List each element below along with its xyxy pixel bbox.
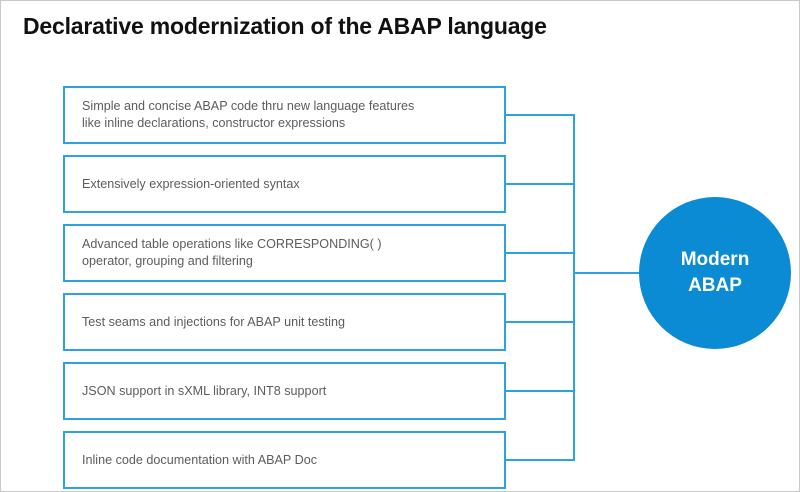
connector-line-4 — [506, 321, 575, 323]
feature-label-4: Test seams and injections for ABAP unit … — [82, 314, 345, 329]
feature-label-6: Inline code documentation with ABAP Doc — [82, 452, 317, 467]
hub-label-line-1: Modern — [680, 249, 750, 270]
feature-label-3: Advanced table operations like CORRESPON… — [82, 237, 382, 268]
feature-box-6[interactable]: Inline code documentation with ABAP Doc — [63, 431, 506, 489]
feature-label-1: Simple and concise ABAP code thru new la… — [82, 99, 415, 130]
feature-box-4[interactable]: Test seams and injections for ABAP unit … — [63, 293, 506, 351]
connector-line-5 — [506, 390, 575, 392]
connector-line-1 — [506, 114, 575, 116]
feature-box-1[interactable]: Simple and concise ABAP code thru new la… — [63, 86, 506, 144]
feature-box-2[interactable]: Extensively expression-oriented syntax — [63, 155, 506, 213]
feature-label-5: JSON support in sXML library, INT8 suppo… — [82, 383, 327, 398]
connector-spine — [573, 114, 575, 461]
feature-box-3[interactable]: Advanced table operations like CORRESPON… — [63, 224, 506, 282]
page-title: Declarative modernization of the ABAP la… — [23, 13, 547, 39]
hub-circle-modern-abap[interactable]: Modern ABAP — [639, 197, 791, 349]
connector-line-3 — [506, 252, 575, 254]
feature-box-5[interactable]: JSON support in sXML library, INT8 suppo… — [63, 362, 506, 420]
connector-line-6 — [506, 459, 575, 461]
connector-line-2 — [506, 183, 575, 185]
connector-to-hub — [573, 272, 641, 274]
hub-label-line-2: ABAP — [688, 275, 742, 296]
feature-label-2: Extensively expression-oriented syntax — [82, 176, 300, 191]
